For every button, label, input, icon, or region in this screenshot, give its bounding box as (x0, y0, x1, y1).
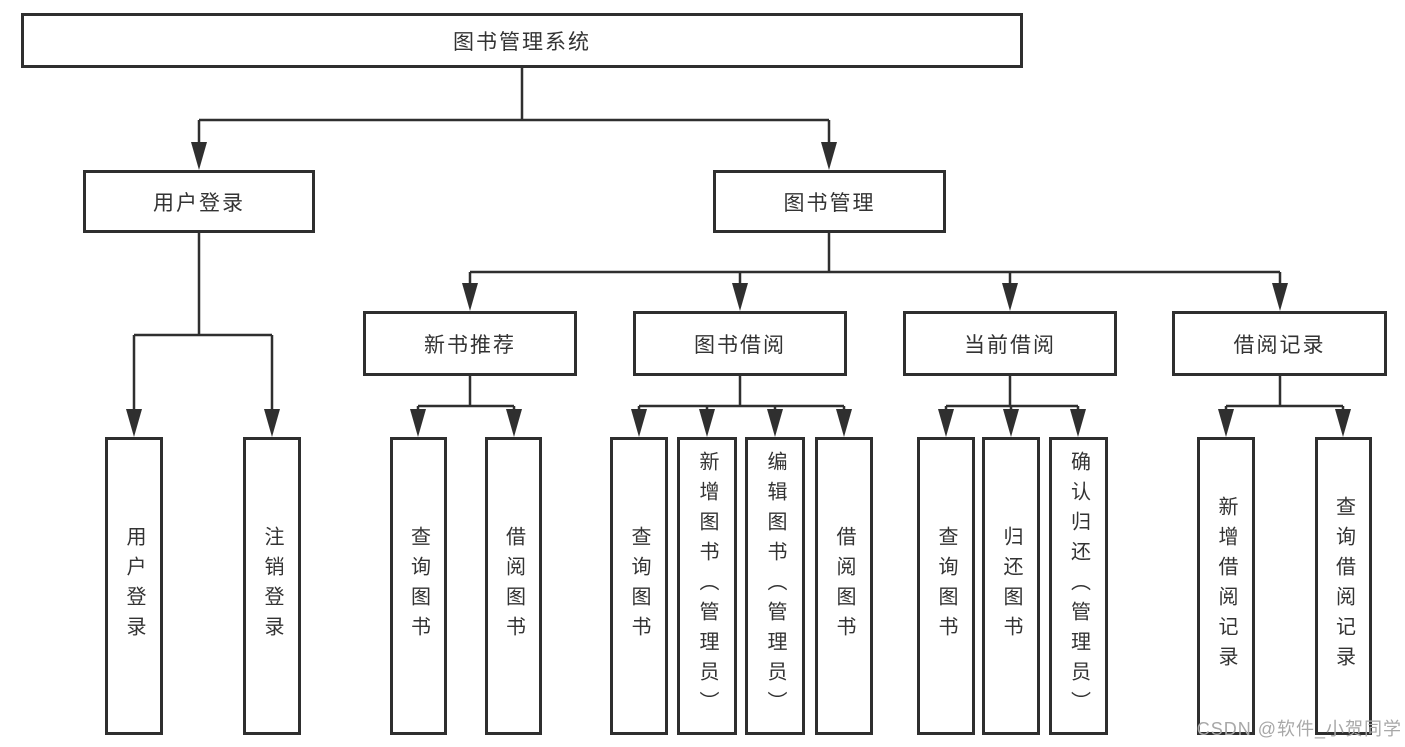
node-library-system-label: 图书管理系统 (453, 30, 591, 54)
node-book-management: 图书管理 (713, 170, 946, 233)
leaf-query-borrow-record-label: 查询借阅记录 (1332, 496, 1355, 676)
leaf-add-book-admin-label: 新增图书（管理员） (696, 451, 718, 721)
node-book-borrow-label: 图书借阅 (694, 333, 786, 357)
node-borrow-records-label: 借阅记录 (1233, 333, 1326, 357)
leaf-query-books-recommend-label: 查询图书 (407, 526, 430, 646)
node-current-borrow: 当前借阅 (903, 311, 1117, 376)
node-borrow-records: 借阅记录 (1172, 311, 1387, 376)
watermark: CSDN @软件_小贺同学 (1196, 719, 1402, 739)
leaf-user-login-label: 用户登录 (123, 526, 145, 646)
leaf-borrow-books-label: 借阅图书 (833, 526, 855, 646)
leaf-borrow-books-recommend: 借阅图书 (485, 437, 542, 735)
leaf-edit-book-admin: 编辑图书（管理员） (745, 437, 805, 735)
node-book-management-label: 图书管理 (783, 191, 876, 215)
leaf-add-borrow-record-label: 新增借阅记录 (1215, 496, 1237, 676)
leaf-logout: 注销登录 (243, 437, 301, 735)
leaf-query-borrow-record: 查询借阅记录 (1315, 437, 1372, 735)
leaf-query-books-current-label: 查询图书 (935, 526, 957, 646)
leaf-query-books-current: 查询图书 (917, 437, 975, 735)
leaf-add-book-admin: 新增图书（管理员） (677, 437, 737, 735)
leaf-borrow-books: 借阅图书 (815, 437, 873, 735)
leaf-query-books-recommend: 查询图书 (390, 437, 447, 735)
node-new-book-recommend-label: 新书推荐 (424, 333, 516, 357)
leaf-confirm-return-admin: 确认归还（管理员） (1049, 437, 1108, 735)
node-user-login-label: 用户登录 (153, 191, 245, 215)
leaf-user-login: 用户登录 (105, 437, 163, 735)
node-user-login: 用户登录 (83, 170, 315, 233)
node-library-system: 图书管理系统 (21, 13, 1023, 68)
leaf-query-books-borrow: 查询图书 (610, 437, 668, 735)
node-new-book-recommend: 新书推荐 (363, 311, 577, 376)
leaf-add-borrow-record: 新增借阅记录 (1197, 437, 1255, 735)
leaf-logout-label: 注销登录 (261, 526, 283, 646)
node-current-borrow-label: 当前借阅 (964, 333, 1056, 357)
leaf-return-book-label: 归还图书 (1000, 526, 1022, 646)
leaf-query-books-borrow-label: 查询图书 (628, 526, 650, 646)
leaf-return-book: 归还图书 (982, 437, 1040, 735)
leaf-borrow-books-recommend-label: 借阅图书 (502, 526, 525, 646)
node-book-borrow: 图书借阅 (633, 311, 847, 376)
leaf-confirm-return-admin-label: 确认归还（管理员） (1067, 451, 1090, 721)
leaf-edit-book-admin-label: 编辑图书（管理员） (764, 451, 786, 721)
